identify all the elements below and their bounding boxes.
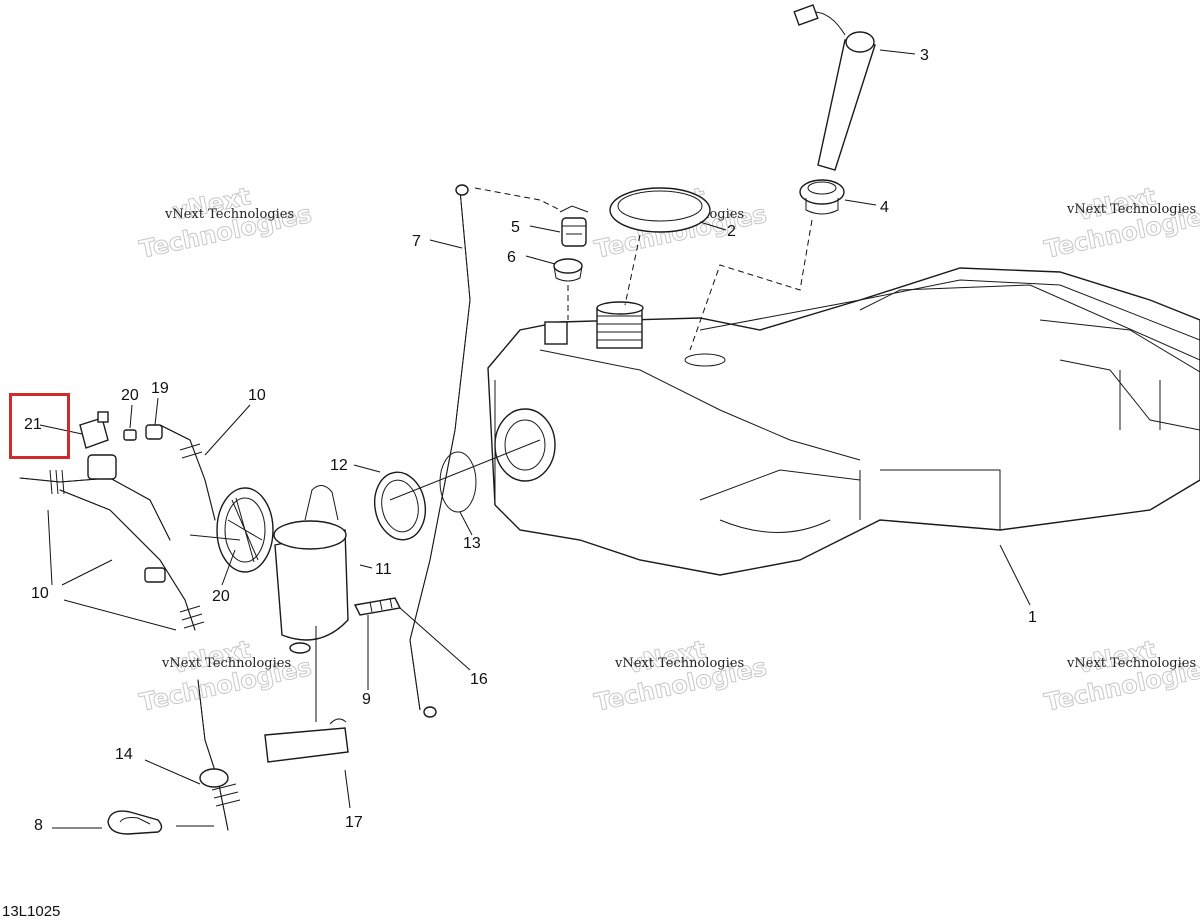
locking-ring[interactable] [369, 468, 430, 544]
callout-2: 2 [727, 223, 736, 240]
watermark-text: vNext Technologies [614, 656, 744, 671]
callout-4: 4 [880, 199, 889, 216]
valve-grommet[interactable] [553, 258, 583, 282]
callout-1: 1 [1028, 609, 1037, 626]
elbow-fitting[interactable] [87, 454, 166, 583]
callout-21: 21 [24, 416, 42, 433]
vent-hose[interactable] [409, 184, 471, 718]
callout-7: 7 [412, 233, 421, 250]
fuel-tank[interactable] [487, 267, 1200, 576]
hose-connector-19[interactable] [145, 424, 163, 440]
hose-clamp[interactable] [107, 810, 163, 835]
watermark-text: vNext Technologies [161, 656, 291, 671]
fuel-pump-module[interactable] [216, 485, 349, 654]
callout-13: 13 [463, 535, 481, 552]
callout-6: 6 [507, 249, 516, 266]
callout-5: 5 [511, 219, 520, 236]
callout-9: 9 [362, 691, 371, 708]
fuel-strainer[interactable] [264, 718, 349, 763]
callout-16: 16 [470, 671, 488, 688]
nut-20[interactable] [123, 429, 137, 441]
callout-20: 20 [212, 588, 230, 605]
fuel-sender-tube[interactable] [793, 4, 876, 171]
callout-11: 11 [375, 561, 392, 578]
callout-10: 10 [248, 387, 266, 404]
rollover-valve[interactable] [559, 205, 589, 247]
callout-3: 3 [920, 47, 929, 64]
callout-12: 12 [330, 457, 348, 474]
watermark-text: vNext Technologies [1066, 656, 1196, 671]
fuel-fitting[interactable] [353, 597, 402, 616]
callout-19: 19 [151, 380, 169, 397]
highlight-box-callout-21 [9, 393, 70, 459]
grommet[interactable] [799, 179, 845, 215]
watermark-text: vNext Technologies [1066, 202, 1196, 217]
lower-fuel-hose[interactable] [197, 679, 241, 831]
fuel-cap[interactable] [609, 187, 711, 233]
callout-14: 14 [115, 746, 133, 763]
callout-labels: 3 4 2 5 6 7 1 12 13 11 16 9 17 14 8 10 1… [24, 47, 1037, 834]
callout-8: 8 [34, 817, 43, 834]
callout-20: 20 [121, 387, 139, 404]
callout-10: 10 [31, 585, 49, 602]
quick-connector[interactable] [79, 411, 109, 449]
gasket-oring[interactable] [439, 451, 477, 513]
assembly-lines [189, 187, 813, 541]
leader-lines [39, 49, 1031, 829]
callout-17: 17 [345, 814, 363, 831]
watermark-text: vNext Technologies [164, 207, 294, 222]
diagram-code: 13L1025 [2, 903, 61, 920]
